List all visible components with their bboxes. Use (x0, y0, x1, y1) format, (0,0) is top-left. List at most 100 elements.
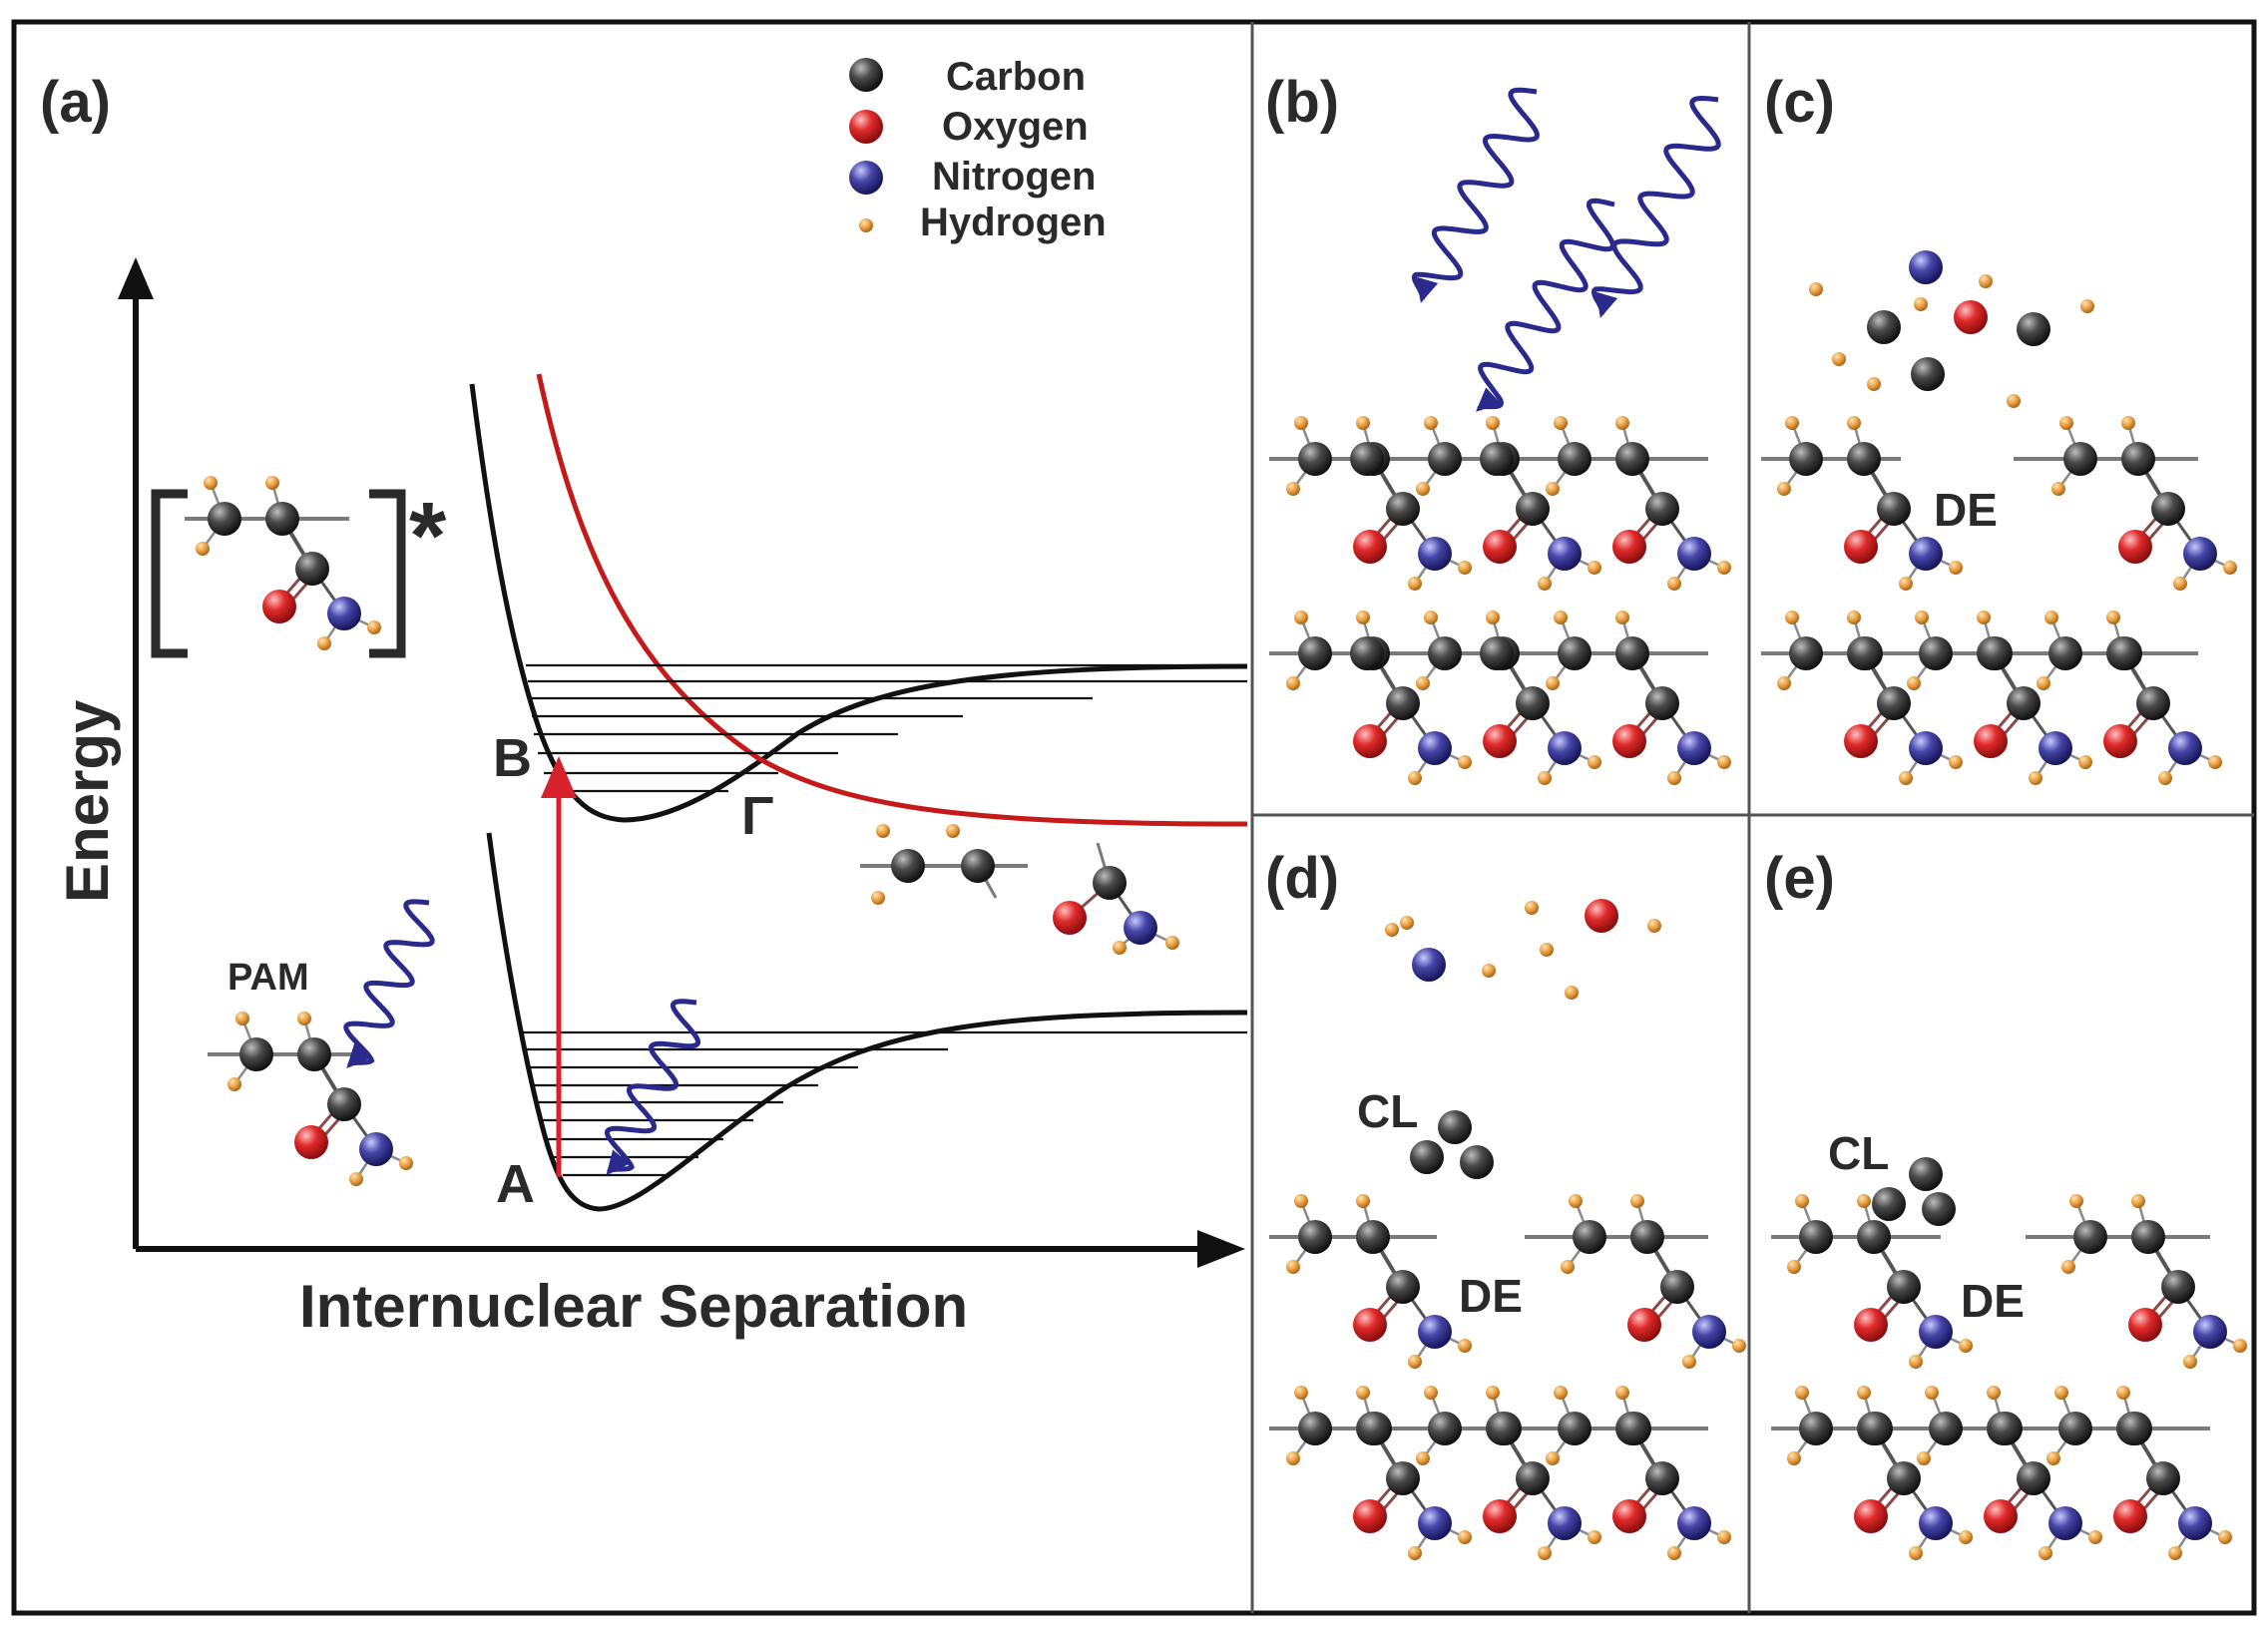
hydrogen-atom-icon (1540, 943, 1554, 957)
oxygen-atom-icon (2113, 1499, 2147, 1533)
oxygen-atom-icon (1612, 1499, 1646, 1533)
nitrogen-atom-icon (1412, 948, 1446, 982)
hydrogen-atom-icon (1785, 416, 1799, 430)
nitrogen-atom-icon (1909, 731, 1943, 765)
excited-vibrational-levels (526, 663, 1247, 793)
hydrogen-atom-icon (1356, 1194, 1370, 1208)
oxygen-atom-icon (1844, 724, 1878, 758)
carbon-atom-icon (239, 1037, 273, 1071)
hydrogen-atom-icon (1538, 771, 1552, 785)
panel-label-b: (b) (1265, 70, 1339, 135)
carbon-atom-icon (1877, 492, 1911, 526)
oxygen-atom-icon (1353, 530, 1387, 564)
oxygen-atom-icon (1612, 530, 1646, 564)
hydrogen-atom-icon (2007, 394, 2021, 408)
hydrogen-atom-icon (1615, 416, 1629, 430)
degraded-chain-d (1269, 1194, 1746, 1369)
photon-icon (1590, 95, 1721, 318)
hydrogen-atom-icon (2088, 1530, 2102, 1544)
hydrogen-atom-icon (399, 1156, 413, 1170)
carbon-atom-icon (1386, 1270, 1420, 1304)
hydrogen-atom-icon (1554, 416, 1568, 430)
nitrogen-atom-icon (2039, 731, 2072, 765)
carbon-atom-icon (1350, 442, 1384, 476)
legend: Carbon Oxygen Nitrogen Hydrogen (849, 55, 1107, 244)
hydrogen-atom-icon (1458, 755, 1472, 769)
carbon-atom-icon (2063, 442, 2097, 476)
oxygen-atom-icon (262, 590, 296, 623)
carbon-atom-icon (1979, 636, 2013, 670)
carbon-atom-icon (1911, 357, 1945, 391)
carbon-atom-icon (1645, 492, 1679, 526)
nitrogen-atom-icon (1418, 537, 1452, 571)
energy-axis-arrowhead (118, 257, 154, 299)
hydrogen-atom-icon (1717, 561, 1731, 575)
hydrogen-atom-icon (1717, 1530, 1731, 1544)
carbon-atom-icon (1298, 636, 1332, 670)
carbon-atom-icon (1428, 442, 1462, 476)
hydrogen-atom-icon (1486, 416, 1500, 430)
excited-star: * (409, 483, 447, 590)
carbon-atom-icon (1358, 1412, 1392, 1445)
oxygen-atom-icon (2118, 530, 2152, 564)
legend-carbon-icon (849, 58, 883, 92)
polymer-chain (1269, 1386, 1731, 1560)
nitrogen-atom-icon (1677, 537, 1711, 571)
hydrogen-atom-icon (1294, 611, 1308, 624)
nitrogen-atom-icon (1677, 731, 1711, 765)
carbon-atom-icon (1615, 636, 1649, 670)
hydrogen-atom-icon (1857, 1194, 1871, 1208)
hydrogen-atom-icon (1615, 611, 1629, 624)
carbon-atom-icon (1356, 1220, 1390, 1254)
carbon-atom-icon (208, 502, 241, 536)
carbon-atom-icon (1857, 1220, 1891, 1254)
polymer-chain (1269, 416, 1731, 591)
hydrogen-atom-icon (1424, 416, 1438, 430)
hydrogen-atom-icon (2037, 676, 2050, 690)
hydrogen-atom-icon (1538, 1546, 1552, 1560)
hydrogen-atom-icon (2051, 482, 2065, 496)
monomer-unit (1286, 1194, 1472, 1369)
cl-label-e: CL (1828, 1127, 1889, 1179)
hydrogen-atom-icon (1915, 611, 1929, 624)
carbon-atom-icon (1573, 1220, 1606, 1254)
hydrogen-atom-icon (1899, 577, 1913, 591)
hydrogen-atom-icon (1286, 1260, 1300, 1274)
hydrogen-atom-icon (2183, 1355, 2197, 1369)
carbon-atom-icon (2017, 312, 2050, 346)
carbon-atom-icon (1909, 1157, 1943, 1191)
nitrogen-atom-icon (359, 1132, 393, 1166)
figure-frame (11, 19, 2257, 1616)
hydrogen-atom-icon (1165, 936, 1179, 950)
de-label-d: DE (1459, 1270, 1523, 1322)
excited-state-curve (469, 383, 1248, 823)
oxygen-atom-icon (2103, 724, 2137, 758)
hydrogen-atom-icon (1787, 1260, 1801, 1274)
hydrogen-atom-icon (265, 476, 279, 490)
hydrogen-atom-icon (1416, 1451, 1430, 1465)
pam-monomer (208, 1012, 413, 1186)
carbon-atom-icon (1919, 636, 1953, 670)
hydrogen-atom-icon (1385, 923, 1399, 937)
legend-oxygen-icon (849, 110, 883, 144)
de-label-c: DE (1934, 484, 1998, 536)
carbon-atom-icon (1298, 1412, 1332, 1445)
carbon-atom-icon (2151, 492, 2185, 526)
photon-icon (604, 999, 701, 1176)
hydrogen-atom-icon (204, 476, 218, 490)
carbon-atom-icon (1645, 686, 1679, 720)
carbon-atom-icon (2121, 442, 2155, 476)
oxygen-atom-icon (1954, 300, 1988, 334)
hydrogen-atom-icon (1949, 561, 1963, 575)
photon-icon (1476, 198, 1615, 412)
hydrogen-atom-icon (1777, 482, 1791, 496)
carbon-atom-icon (2048, 636, 2082, 670)
hydrogen-atom-icon (2059, 416, 2073, 430)
carbon-atom-icon (1877, 686, 1911, 720)
hydrogen-atom-icon (1294, 1194, 1308, 1208)
nitrogen-atom-icon (1124, 911, 1157, 945)
legend-carbon-label: Carbon (946, 55, 1086, 99)
hydrogen-atom-icon (1917, 1451, 1931, 1465)
hydrogen-atom-icon (1847, 611, 1861, 624)
oxygen-atom-icon (294, 1125, 328, 1159)
